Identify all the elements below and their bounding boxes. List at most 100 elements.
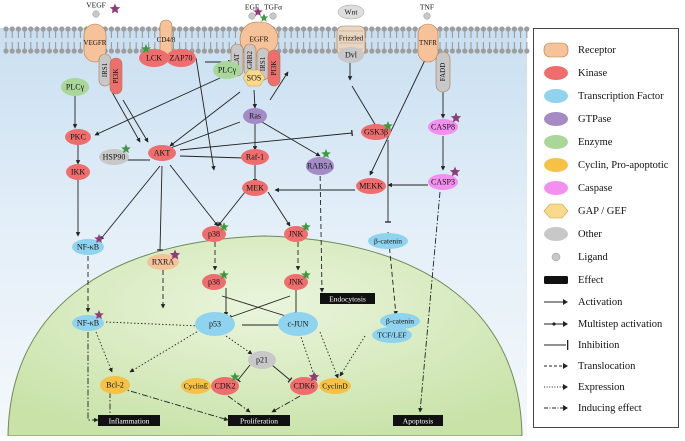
- node-rab5a: RAB5A: [306, 157, 334, 175]
- node-dvl: Dvl: [338, 47, 364, 63]
- legend-item-caspase: Caspase: [542, 179, 612, 197]
- star-cdk2: [230, 372, 240, 381]
- legend-label: Effect: [578, 274, 604, 286]
- node-mek: MEK: [242, 180, 268, 196]
- edge-bcatenin-translocate: [387, 231, 398, 316]
- legend-label: Enzyme: [578, 136, 613, 148]
- node-label-fadd: FADD: [439, 63, 447, 82]
- nucleus: [7, 235, 523, 437]
- edge-cjun-cyclind: [299, 333, 316, 379]
- node-cyclinD: CyclinD: [319, 378, 351, 394]
- node-ikk: IKK: [66, 164, 90, 180]
- edge-pi3k-ras: [269, 71, 289, 101]
- node-nfkb_b: NF-κB: [72, 315, 104, 331]
- node-label-ras: Ras: [249, 112, 261, 121]
- edge-pi3k-akt2: [169, 91, 241, 147]
- node-label-tcflef: TCF/LEF: [377, 331, 406, 340]
- edge-mek-p38: [217, 191, 246, 227]
- node-label-bcatenin_b: β-catenin: [386, 317, 414, 326]
- node-sos: SOS: [242, 69, 266, 87]
- node-label-rxra: RXRA: [152, 258, 174, 267]
- star-casp3: [449, 166, 461, 177]
- node-label-p53: p53: [209, 320, 221, 329]
- node-casp8: CASP8: [428, 119, 458, 135]
- ligand-tnf: TNF: [420, 3, 434, 20]
- star-nfkb-a: [94, 234, 104, 243]
- node-cjun: c-JUN: [278, 312, 318, 336]
- node-label-cyclinD: CyclinD: [322, 382, 348, 391]
- legend-swatch: [542, 294, 570, 310]
- legend-label: Transcription Factor: [578, 90, 664, 102]
- legend-label: Receptor: [578, 44, 616, 56]
- ligand-label-tgfa: TGFα: [264, 3, 282, 12]
- node-pi3k_b: PI3K: [267, 49, 281, 87]
- node-label-irs1_b: IRS1: [259, 56, 267, 71]
- node-casp3: CASP3: [428, 174, 458, 190]
- edge-cjun-cyclind2: [319, 331, 339, 379]
- legend-swatch: [542, 203, 570, 219]
- legend-label: GTPase: [578, 113, 612, 125]
- node-label-cjun: c-JUN: [288, 320, 309, 329]
- node-jnk_a: JNK: [284, 226, 308, 242]
- edge-cdk2-proliferation: [227, 395, 251, 413]
- legend-item-ligand: Ligand: [542, 248, 608, 266]
- ligand-label-egf: EGF: [245, 3, 259, 12]
- node-cdk6: CDK6: [290, 377, 318, 395]
- legend-item-multistep-activation: Multistep activation: [542, 315, 662, 333]
- node-label-p38_a: p38: [208, 230, 220, 239]
- node-label-plcg_a: PLCγ: [66, 83, 85, 92]
- node-label-tnfr: TNFR: [419, 39, 437, 47]
- ligand-wnt: Wnt: [337, 4, 365, 20]
- legend-item-other: Other: [542, 225, 602, 243]
- edge-plcg-pkc2: [94, 77, 221, 136]
- node-label-vegfr: VEGFR: [84, 39, 107, 47]
- node-p38_b: p38: [202, 274, 226, 290]
- node-label-cdk2: CDK2: [215, 382, 236, 391]
- star-jnk-b: [301, 270, 311, 279]
- node-label-nfkb_a: NF-κB: [77, 243, 99, 252]
- node-label-zap70: ZAP70: [169, 54, 192, 63]
- node-plcg_a: PLCγ: [61, 78, 89, 96]
- legend-item-inhibition: Inhibition: [542, 336, 619, 354]
- node-bcatenin_b: β-catenin: [380, 313, 420, 329]
- legend-label: Expression: [578, 381, 625, 393]
- legend-swatch: [542, 134, 570, 150]
- node-label-p21: p21: [256, 356, 268, 365]
- node-label-p38_b: p38: [208, 278, 220, 287]
- edge-cdk6-proliferation: [271, 395, 301, 413]
- edge-akt-rxra: [156, 165, 164, 251]
- effect-label-proliferation: Proliferation: [240, 416, 278, 425]
- legend-item-inducing-effect: Inducing effect: [542, 399, 642, 417]
- edge-akt-p38: [169, 164, 219, 227]
- ligand-vegf: VEGF: [86, 1, 106, 18]
- legend-item-receptor: Receptor: [542, 41, 616, 59]
- star-p38-b: [219, 270, 229, 279]
- legend-swatch: [542, 42, 570, 58]
- node-label-jnk_a: JNK: [289, 230, 304, 239]
- edge-nfkb-inflammation: [87, 332, 99, 423]
- legend-label: Activation: [578, 296, 623, 308]
- star-lck: [141, 44, 151, 53]
- node-label-cd48: CD4/8: [157, 36, 176, 44]
- node-cdk2: CDK2: [211, 377, 239, 395]
- star-rab5a: [321, 149, 331, 158]
- legend-label: Translocation: [578, 360, 636, 372]
- node-lck: LCK: [139, 49, 169, 67]
- legend-item-gap-gef: GAP / GEF: [542, 202, 627, 220]
- legend-label: Multistep activation: [578, 318, 663, 330]
- node-label-rab5a: RAB5A: [307, 162, 333, 171]
- legend-swatch: [542, 379, 570, 395]
- node-label-plcg_b: PLCγ: [218, 66, 237, 75]
- node-label-bcl2: Bcl-2: [106, 381, 124, 390]
- legend-item-transcription-factor: Transcription Factor: [542, 87, 664, 105]
- node-fadd: FADD: [435, 51, 451, 93]
- node-pkc: PKC: [65, 129, 91, 145]
- edge-nfkb-bcl2: [95, 331, 113, 373]
- edge-pi3k-akt: [122, 99, 149, 143]
- node-label-frizzled: Frizzled: [339, 34, 364, 43]
- edge-rab5a-endocytosis: [319, 167, 325, 293]
- node-label-sos: SOS: [247, 74, 262, 83]
- legend-swatch: [542, 88, 570, 104]
- pathway-edges: [72, 56, 446, 423]
